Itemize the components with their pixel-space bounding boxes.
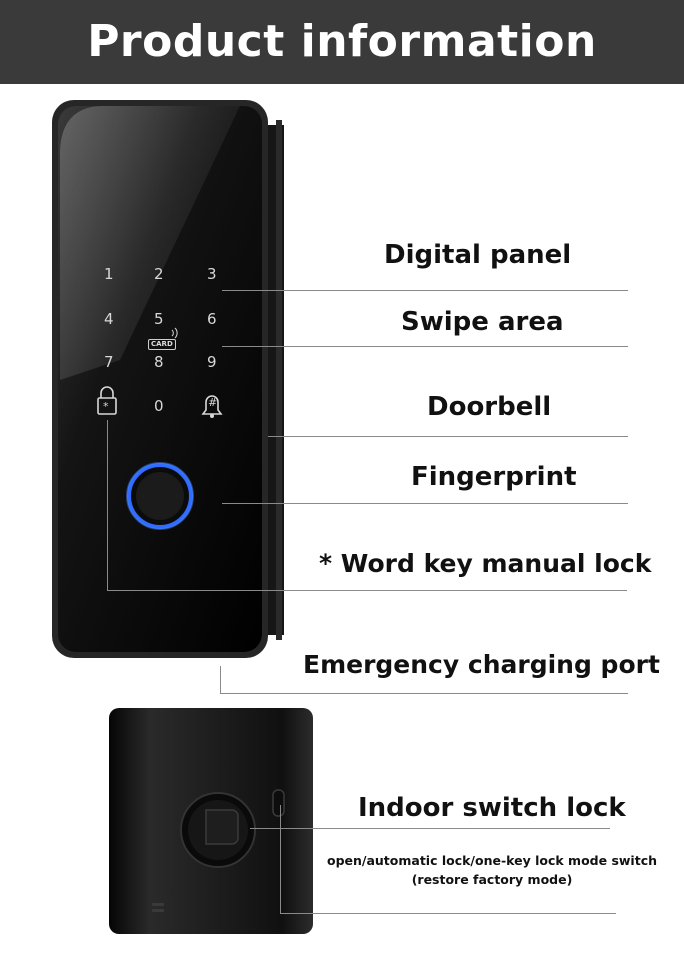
- leader-indoor-note: [280, 913, 616, 914]
- lock-key-symbol: *: [103, 400, 109, 413]
- leader-doorbell: [268, 436, 628, 437]
- key-8[interactable]: 8: [154, 353, 164, 371]
- key-7[interactable]: 7: [104, 353, 114, 371]
- key-6[interactable]: 6: [207, 310, 217, 328]
- indoor-note-line1: open/automatic lock/one-key lock mode sw…: [326, 853, 658, 868]
- label-manual-lock: * Word key manual lock: [319, 549, 652, 578]
- key-2[interactable]: 2: [154, 265, 164, 283]
- header-bar: Product information: [0, 0, 684, 84]
- front-lock-panel: [52, 100, 284, 658]
- indoor-lock-unit: [109, 708, 313, 934]
- label-swipe-area: Swipe area: [401, 307, 564, 337]
- leader-manual-lock: [107, 590, 627, 591]
- leader-indoor-switch: [250, 828, 610, 829]
- padlock-icon: [97, 386, 117, 415]
- key-5[interactable]: 5: [154, 310, 164, 328]
- key-4[interactable]: 4: [104, 310, 114, 328]
- key-0[interactable]: 0: [154, 397, 164, 415]
- key-9[interactable]: 9: [207, 353, 217, 371]
- key-1[interactable]: 1: [104, 265, 114, 283]
- leader-indoor-note-vertical: [280, 805, 281, 913]
- label-charging-port: Emergency charging port: [303, 650, 660, 679]
- leader-fingerprint: [222, 503, 628, 504]
- leader-swipe-area: [222, 346, 628, 347]
- indoor-note-line2: (restore factory mode): [411, 872, 573, 887]
- bell-icon: [201, 395, 223, 418]
- nfc-wave-icon: [171, 327, 178, 339]
- label-fingerprint: Fingerprint: [411, 462, 577, 492]
- label-digital-panel: Digital panel: [384, 240, 572, 270]
- leader-manual-lock-vertical: [107, 420, 108, 590]
- label-doorbell: Doorbell: [427, 392, 552, 422]
- leader-digital-panel: [222, 290, 628, 291]
- key-3[interactable]: 3: [207, 265, 217, 283]
- card-badge: CARD: [148, 339, 176, 350]
- leader-charging-vertical: [220, 666, 221, 693]
- bell-key-symbol: #: [208, 396, 218, 409]
- label-indoor-switch: Indoor switch lock: [358, 793, 626, 823]
- page-title: Product information: [87, 16, 597, 67]
- leader-charging-port: [220, 693, 628, 694]
